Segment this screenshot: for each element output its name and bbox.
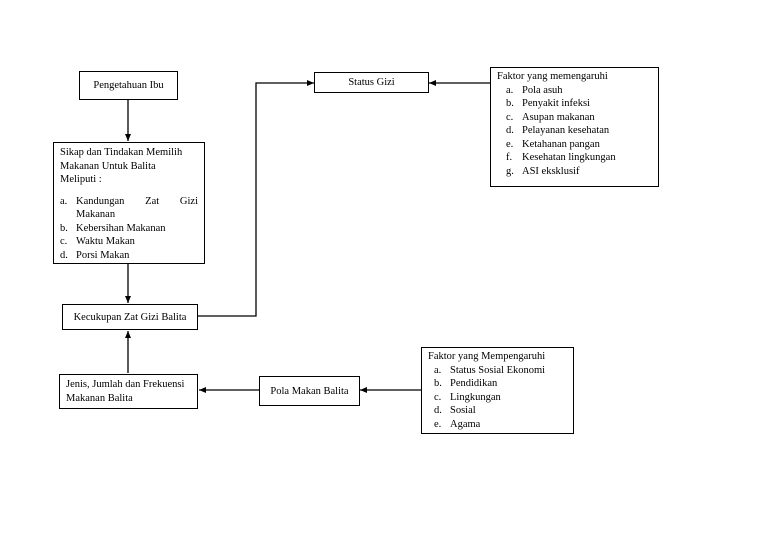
faktor-list: a.Pola asuh b.Penyakit infeksi c.Asupan …: [497, 84, 652, 179]
list-item: c.Asupan makanan: [506, 111, 595, 123]
list-item: e.Ketahanan pangan: [506, 138, 600, 150]
sikap-meliputi: Meliputi :: [60, 174, 102, 185]
node-label: Status Gizi: [348, 77, 395, 88]
node-pola-makan: Pola Makan Balita: [259, 376, 360, 406]
node-faktor-status-gizi: Faktor yang memengaruhi a.Pola asuh b.Pe…: [490, 67, 659, 187]
list-item: a.Status Sosial Ekonomi: [434, 364, 546, 376]
node-jenis-jumlah-frekuensi: Jenis, Jumlah dan Frekuensi Makanan Bali…: [59, 374, 198, 409]
sikap-list: a. Kandungan Zat Gizi Makanan b.Kebersih…: [60, 195, 198, 263]
faktor-title: Faktor yang memengaruhi: [497, 71, 608, 82]
list-item: d.Pelayanan kesehatan: [506, 125, 610, 136]
list-item: b.Pendidikan: [434, 378, 498, 389]
list-item: c.Waktu Makan: [60, 236, 135, 247]
list-item: e.Agama: [434, 418, 481, 430]
list-item: f.Kesehatan lingkungan: [506, 152, 616, 163]
node-status-gizi: Status Gizi: [314, 72, 429, 93]
node-label: Kecukupan Zat Gizi Balita: [73, 311, 187, 323]
list-item: c.Lingkungan: [434, 391, 501, 403]
node-sikap-tindakan: Sikap dan Tindakan Memilih Makanan Untuk…: [53, 142, 205, 264]
list-item: d.Sosial: [434, 405, 476, 416]
sikap-title: Sikap dan Tindakan Memilih Makanan Untuk…: [60, 147, 183, 172]
faktor-title: Faktor yang Mempengaruhi: [428, 351, 546, 362]
node-label: Pola Makan Balita: [270, 385, 349, 397]
node-pengetahuan-ibu: Pengetahuan Ibu: [79, 71, 178, 100]
node-kecukupan-zat-gizi: Kecukupan Zat Gizi Balita: [62, 304, 198, 330]
list-item: b.Kebersihan Makanan: [60, 222, 166, 234]
list-item: b.Penyakit infeksi: [506, 98, 590, 109]
list-item: d.Porsi Makan: [60, 249, 130, 261]
list-item: a.Pola asuh: [506, 84, 563, 96]
node-label: Jenis, Jumlah dan Frekuensi Makanan Bali…: [66, 379, 185, 404]
list-item: a. Kandungan Zat Gizi Makanan: [60, 195, 198, 221]
faktor-list: a.Status Sosial Ekonomi b.Pendidikan c.L…: [428, 364, 567, 432]
list-item: g.ASI eksklusif: [506, 165, 580, 177]
node-faktor-pola-makan: Faktor yang Mempengaruhi a.Status Sosial…: [421, 347, 574, 434]
arrow-kecukupan-to-status: [198, 80, 314, 317]
node-label: Pengetahuan Ibu: [93, 80, 164, 91]
